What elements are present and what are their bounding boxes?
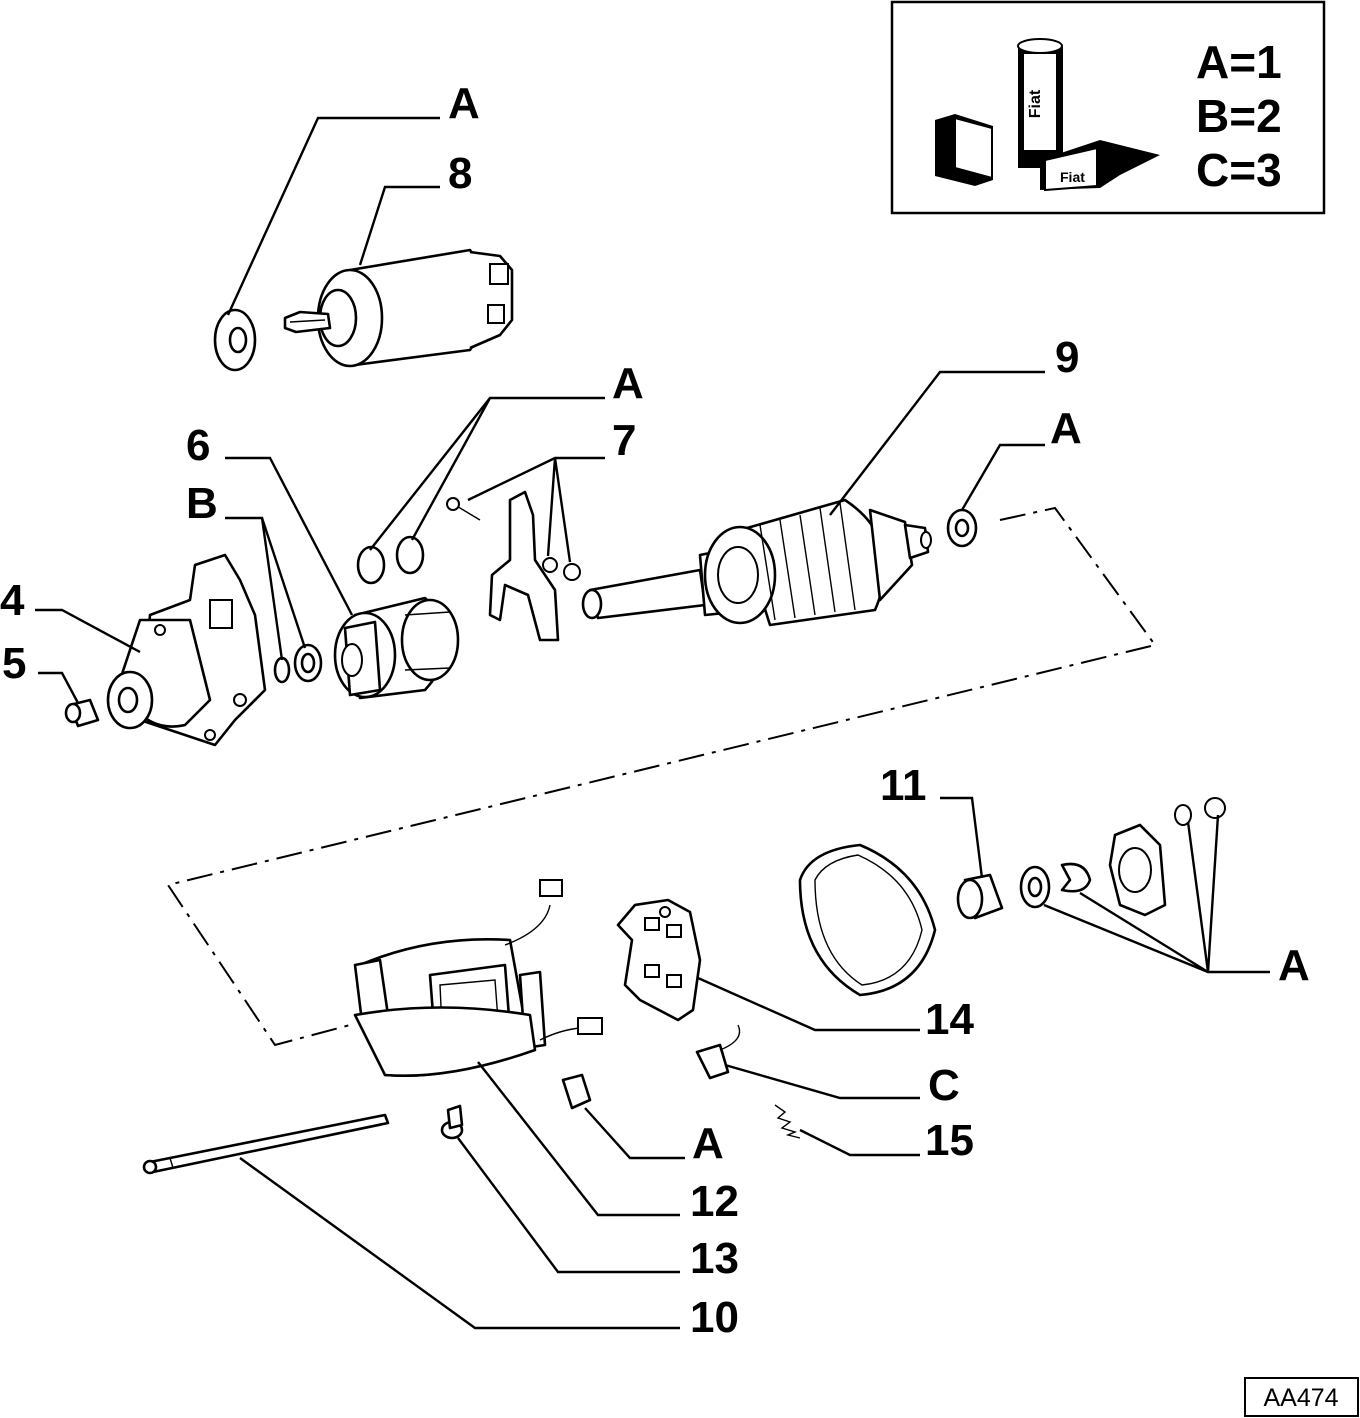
bush-pair bbox=[356, 535, 425, 585]
fiat-grease-cans-icon: Fiat Fiat bbox=[935, 38, 1160, 192]
brush-lead bbox=[695, 1024, 741, 1080]
callout-10: 10 bbox=[690, 1293, 739, 1342]
drive-end-housing bbox=[106, 553, 267, 747]
armature bbox=[581, 498, 932, 627]
through-bolt bbox=[142, 1113, 390, 1175]
callout-5: 5 bbox=[2, 639, 26, 688]
screw bbox=[440, 1104, 464, 1140]
callout-13: 13 bbox=[690, 1234, 739, 1283]
legend-a: A=1 bbox=[1196, 36, 1282, 88]
callout-c: C bbox=[928, 1061, 960, 1110]
box-brand-text: Fiat bbox=[1060, 169, 1085, 185]
brush-block bbox=[561, 1073, 592, 1110]
callout-11: 11 bbox=[880, 761, 927, 810]
shim-washers-b bbox=[273, 643, 323, 684]
solenoid-washer bbox=[213, 308, 257, 372]
callout-4: 4 bbox=[0, 576, 25, 625]
callout-15: 15 bbox=[925, 1116, 974, 1165]
assembly-axis-line bbox=[166, 506, 1157, 1047]
solenoid-switch bbox=[283, 248, 514, 368]
end-bearing-bush bbox=[956, 873, 1004, 920]
can-brand-text: Fiat bbox=[1027, 89, 1044, 118]
brush-spring bbox=[774, 1104, 801, 1139]
callout-14: 14 bbox=[925, 995, 974, 1044]
yoke-ring bbox=[798, 843, 937, 997]
armature-washer bbox=[946, 508, 978, 548]
callout-a-armature: A bbox=[1050, 404, 1082, 453]
callout-a-solenoid: A bbox=[448, 79, 480, 128]
reference-code: AA474 bbox=[1263, 1384, 1338, 1412]
reference-code-box: AA474 bbox=[1244, 1377, 1359, 1417]
callout-6: 6 bbox=[186, 421, 210, 470]
callout-8: 8 bbox=[448, 149, 472, 198]
callout-a-bush: A bbox=[612, 359, 644, 408]
callout-7: 7 bbox=[612, 416, 636, 465]
callout-a-endcap: A bbox=[1278, 941, 1310, 990]
callout-12: 12 bbox=[690, 1177, 739, 1226]
drive-end-bush bbox=[64, 698, 100, 728]
legend-b: B=2 bbox=[1196, 90, 1282, 142]
lubricant-legend: Fiat Fiat A=1 B=2 C=3 bbox=[890, 0, 1326, 215]
callout-9: 9 bbox=[1055, 333, 1079, 382]
legend-c: C=3 bbox=[1196, 144, 1282, 196]
brush-holder bbox=[616, 898, 702, 1022]
leader-lines bbox=[35, 116, 1270, 1330]
callout-a-brush: A bbox=[692, 1119, 724, 1168]
fork-lever bbox=[446, 490, 581, 642]
end-cap-parts bbox=[1019, 797, 1226, 917]
pinion-drive-assembly bbox=[333, 596, 460, 700]
callout-b: B bbox=[186, 479, 218, 528]
field-frame bbox=[353, 879, 603, 1078]
